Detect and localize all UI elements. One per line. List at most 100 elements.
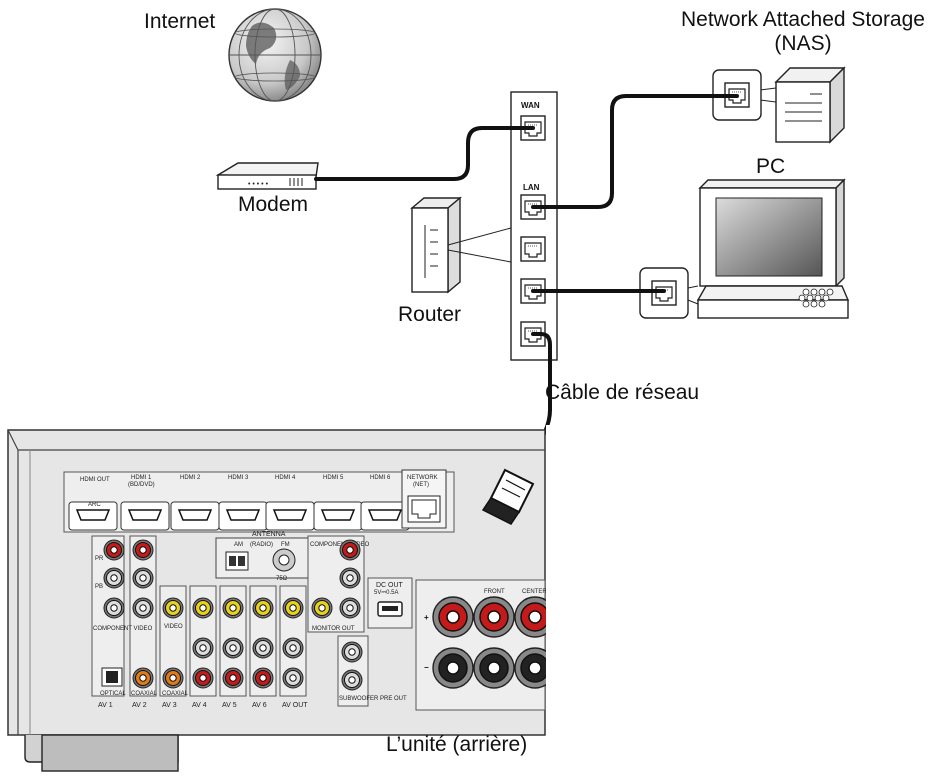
av6-audio-r-jack[interactable] [252, 667, 274, 689]
av3-label: AV 3 [162, 702, 177, 709]
center-label: CENTER [522, 589, 547, 595]
front-r-minus-terminal[interactable] [432, 647, 474, 689]
monitor-out-label: MONITOR OUT [312, 626, 355, 632]
av4-label: AV 4 [192, 702, 207, 709]
modem-label: Modem [238, 193, 309, 216]
subwoofer-label: SUBWOOFER PRE OUT [339, 696, 407, 702]
subwoofer-section: SUBWOOFER PRE OUT [337, 635, 407, 707]
video-label: VIDEO [164, 624, 183, 630]
component-y-jack[interactable] [103, 597, 125, 619]
modem-icon: • • • • • [215, 162, 319, 190]
component-pb-jack[interactable] [103, 567, 125, 589]
unit-network-port[interactable]: NETWORK (NET) [401, 469, 447, 529]
hdmi-label-1: HDMI 1 [131, 475, 152, 481]
hdmi-5-port[interactable] [313, 501, 363, 531]
avout-video-jack[interactable] [282, 597, 304, 619]
subwoofer-jack-1[interactable] [341, 641, 363, 663]
hdmi-label-4: HDMI 4 [275, 475, 296, 481]
pr-label: PR [95, 556, 104, 562]
modem-wan-cable [314, 126, 535, 181]
dc-out-label: DC OUT [376, 582, 404, 589]
monitor-y-jack[interactable] [339, 597, 361, 619]
coaxial-label-1: COAXIAL [131, 691, 158, 697]
monitor-video-jack[interactable] [311, 597, 333, 619]
pc-icon [639, 178, 850, 319]
av1-label: AV 1 [98, 702, 113, 709]
coaxial-label-2: COAXIAL [162, 691, 189, 697]
speaker-terminals: + − FRONT CENTER [415, 579, 556, 711]
hdmi-label-2: HDMI 2 [180, 475, 201, 481]
component-pr-jack[interactable] [103, 539, 125, 561]
hdmi-label-5: HDMI 5 [323, 475, 344, 481]
router-label: Router [398, 303, 462, 326]
monitor-pb-jack[interactable] [339, 567, 361, 589]
av2-jack-1[interactable] [132, 539, 154, 561]
av4-audio-l-jack[interactable] [192, 637, 214, 659]
avout-audio-r-jack[interactable] [282, 667, 304, 689]
av2-jack-2[interactable] [132, 567, 154, 589]
receiver-unit: HDMI OUT ARC HDMI 1 (BD/DVD) HDMI 2 HDMI… [7, 425, 576, 772]
router-icon [410, 196, 512, 294]
hdmi-label-out-sub: ARC [88, 502, 101, 508]
ohm-label: 75Ω [276, 576, 288, 582]
hdmi-1-port[interactable] [120, 501, 170, 531]
network-label: NETWORK [407, 475, 438, 481]
hdmi-2-port[interactable] [170, 501, 220, 531]
av4-video-jack[interactable] [192, 597, 214, 619]
fm-label: FM [281, 542, 290, 548]
subwoofer-jack-2[interactable] [341, 669, 363, 691]
speaker-plus-label: + [424, 613, 429, 622]
av5-video-jack[interactable] [222, 597, 244, 619]
av5-audio-l-jack[interactable] [222, 637, 244, 659]
antenna-label: ANTENNA [252, 531, 286, 538]
hdmi-4-port[interactable] [265, 501, 315, 531]
nas-label-line1: Network Attached Storage [681, 8, 925, 31]
unit-label: L’unité (arrière) [386, 733, 528, 756]
speaker-minus-label: − [424, 663, 429, 672]
av5-label: AV 5 [222, 702, 237, 709]
nas-label-line2: (NAS) [774, 32, 832, 55]
monitor-out-section: COMPONENT VIDEO MONITOR OUT [307, 535, 370, 633]
av3-video-jack[interactable] [162, 597, 184, 619]
dc-out-section: DC OUT 5V⎓0.5A [367, 577, 413, 629]
av6-label: AV 6 [252, 702, 267, 709]
front-l-minus-terminal[interactable] [473, 647, 515, 689]
hdmi-3-port[interactable] [218, 501, 268, 531]
lan-label: LAN [523, 183, 540, 192]
hdmi-label-1-sub: (BD/DVD) [128, 482, 155, 488]
coaxial-jack-1[interactable] [132, 667, 154, 689]
network-sub-label: (NET) [413, 482, 429, 488]
optical-label: OPTICAL [100, 691, 126, 697]
dc-rating-label: 5V⎓0.5A [374, 590, 398, 596]
internet-globe-icon [228, 8, 322, 102]
monitor-component-label: COMPONENT VIDEO [310, 542, 370, 548]
internet-label: Internet [144, 10, 216, 33]
av4-audio-r-jack[interactable] [192, 667, 214, 689]
hdmi-label-3: HDMI 3 [228, 475, 249, 481]
av-jacks: PR PB COMPONENT VIDEO OPTICAL COAXIAL VI… [91, 535, 308, 709]
av5-audio-r-jack[interactable] [222, 667, 244, 689]
av2-label: AV 2 [132, 702, 147, 709]
front-l-plus-terminal[interactable] [473, 596, 515, 638]
antenna-section: ANTENNA AM (RADIO) FM 75Ω [215, 531, 309, 582]
hdmi-row: HDMI OUT ARC HDMI 1 (BD/DVD) HDMI 2 HDMI… [63, 471, 455, 533]
av6-audio-l-jack[interactable] [252, 637, 274, 659]
hdmi-label-6: HDMI 6 [370, 475, 391, 481]
front-label: FRONT [484, 589, 505, 595]
monitor-pr-jack[interactable] [339, 539, 361, 561]
radio-label: (RADIO) [250, 542, 273, 548]
avout-audio-l-jack[interactable] [282, 637, 304, 659]
coaxial-jack-2[interactable] [162, 667, 184, 689]
av6-video-jack[interactable] [252, 597, 274, 619]
pc-label: PC [756, 155, 786, 178]
router-lan-port-2[interactable] [520, 236, 546, 262]
av2-jack-3[interactable] [132, 597, 154, 619]
router-port-panel [510, 91, 558, 361]
pb-label: PB [95, 584, 103, 590]
front-r-plus-terminal[interactable] [432, 596, 474, 638]
am-label: AM [234, 542, 243, 548]
svg-text:• • • • •: • • • • • [248, 181, 269, 188]
router-nas-cable [531, 94, 739, 209]
wan-label: WAN [521, 101, 540, 110]
